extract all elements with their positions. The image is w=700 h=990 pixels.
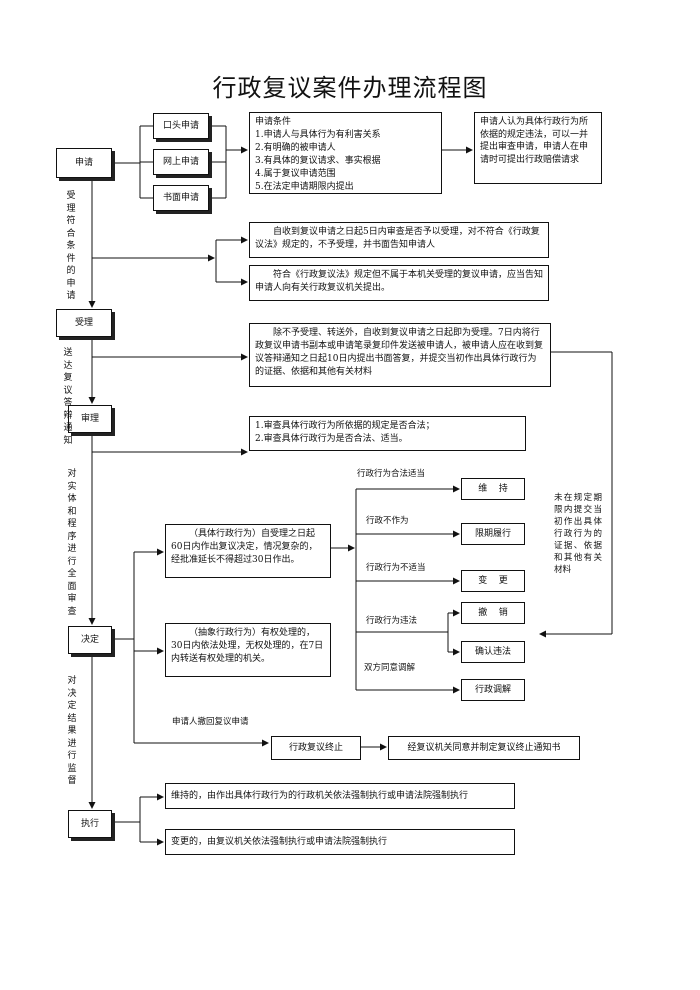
step-apply: 申请 (56, 148, 112, 178)
side-note-text: 申请人认为具体行政行为所依据的规定违法，可以一并提出审查申请，申请人在申请时可提… (480, 117, 589, 165)
step-apply-label: 申请 (74, 157, 93, 168)
label-send-notice: 送达复议答辩通知 (63, 348, 73, 446)
outcome-confirm-illegal: 确认违法 (461, 641, 525, 663)
step-decide-label: 决定 (80, 634, 99, 645)
step-accept: 受理 (56, 309, 112, 337)
method-oral: 口头申请 (153, 113, 209, 139)
label-full-review: 对实体和程序进行全面审查 (67, 469, 77, 617)
step-review: 审理 (68, 405, 112, 433)
conditions-heading: 申请条件 (255, 117, 292, 127)
exec-changed-text: 变更的，由复议机关依法强制执行或申请法院强制执行 (171, 836, 388, 847)
terminate-notice-box: 经复议机关同意并制定复议终止通知书 (388, 736, 580, 760)
exec-changed-box: 变更的，由复议机关依法强制执行或申请法院强制执行 (165, 829, 515, 855)
review-item: 2.审查具体行政行为是否合法、适当。 (255, 433, 408, 444)
step-execute-label: 执行 (80, 818, 99, 829)
step-accept-label: 受理 (74, 317, 93, 328)
outcome-mediation: 行政调解 (461, 679, 525, 701)
step-execute: 执行 (68, 810, 112, 838)
late-evidence-note: 未在规定期限内提交当初作出具体行政行为的证据、依据和其他有关材料 (554, 493, 602, 575)
label-supervise: 对决定结果进行监督 (67, 676, 77, 786)
terminate-box: 行政复议终止 (271, 736, 361, 760)
branch-label-illegal: 行政行为违法 (366, 616, 418, 626)
terminate-label: 行政复议终止 (288, 742, 343, 753)
transfer-note-text: 符合《行政复议法》规定但不属于本机关受理的复议申请，应当告知申请人向有关行政复议… (255, 270, 544, 293)
reject-note-box: 自收到复议申请之日起5日内审查是否予以受理，对不符合《行政复议法》规定的，不予受… (249, 222, 549, 258)
branch-label-improper: 行政行为不适当 (366, 563, 426, 573)
transfer-note-box: 符合《行政复议法》规定但不属于本机关受理的复议申请，应当告知申请人向有关行政复议… (249, 265, 549, 301)
review-detail-box: 1.审查具体行政行为所依据的规定是否合法； 2.审查具体行政行为是否合法、适当。 (249, 416, 526, 451)
method-online: 网上申请 (153, 149, 209, 175)
outcome-deadline: 限期履行 (461, 523, 525, 545)
branch-label-inaction: 行政不作为 (366, 516, 409, 526)
abstract-act-box: （抽象行政行为）有权处理的，30日内依法处理，无权处理的，在7日内转送有权处理的… (165, 623, 331, 677)
step-review-label: 审理 (80, 413, 99, 424)
terminate-notice-label: 经复议机关同意并制定复议终止通知书 (407, 742, 561, 753)
outcome-revoke-label: 撤 销 (478, 607, 508, 618)
method-oral-label: 口头申请 (162, 120, 199, 131)
label-accept-condition: 受理符合条件的申请 (66, 191, 76, 301)
outcome-revoke: 撤 销 (461, 602, 525, 624)
reject-note-text: 自收到复议申请之日起5日内审查是否予以受理，对不符合《行政复议法》规定的，不予受… (255, 227, 540, 250)
side-note-box: 申请人认为具体行政行为所依据的规定违法，可以一并提出审查申请，申请人在申请时可提… (474, 112, 602, 184)
exec-upheld-box: 维持的，由作出具体行政行为的行政机关依法强制执行或申请法院强制执行 (165, 783, 515, 809)
condition-item: 2.有明确的被申请人 (255, 143, 336, 153)
condition-item: 5.在法定申请期限内提出 (255, 182, 354, 192)
method-online-label: 网上申请 (162, 156, 199, 167)
branch-label-mediation: 双方同意调解 (364, 663, 416, 673)
condition-item: 1.申请人与具体行为有利害关系 (255, 130, 381, 140)
outcome-change: 变 更 (461, 570, 525, 592)
step-decide: 决定 (68, 626, 112, 654)
page-title: 行政复议案件办理流程图 (212, 74, 488, 102)
outcome-uphold: 维 持 (461, 478, 525, 500)
outcome-deadline-label: 限期履行 (474, 528, 511, 539)
outcome-confirm-label: 确认违法 (474, 646, 511, 657)
conditions-box: 申请条件 1.申请人与具体行为有利害关系 2.有明确的被申请人 3.有具体的复议… (249, 112, 442, 194)
specific-act-box: （具体行政行为）自受理之日起60日内作出复议决定，情况复杂的，经批准延长不得超过… (165, 524, 331, 578)
accept-detail-text: 除不予受理、转送外，自收到复议申请之日起即为受理。7日内将行政复议申请书副本或申… (255, 328, 544, 377)
exec-upheld-text: 维持的，由作出具体行政行为的行政机关依法强制执行或申请法院强制执行 (171, 790, 469, 801)
withdraw-label: 申请人撤回复议申请 (172, 717, 249, 727)
condition-item: 4.属于复议申请范围 (255, 169, 336, 179)
review-item: 1.审查具体行政行为所依据的规定是否合法； (255, 421, 435, 431)
specific-act-text: （具体行政行为）自受理之日起60日内作出复议决定，情况复杂的，经批准延长不得超过… (171, 529, 318, 565)
outcome-mediation-label: 行政调解 (474, 684, 511, 695)
abstract-act-text: （抽象行政行为）有权处理的，30日内依法处理，无权处理的，在7日内转送有权处理的… (171, 628, 324, 664)
method-written: 书面申请 (153, 185, 209, 211)
outcome-change-label: 变 更 (478, 575, 508, 586)
accept-detail-box: 除不予受理、转送外，自收到复议申请之日起即为受理。7日内将行政复议申请书副本或申… (249, 323, 551, 387)
method-written-label: 书面申请 (162, 192, 199, 203)
outcome-uphold-label: 维 持 (478, 483, 508, 494)
branch-label-legal: 行政行为合法适当 (357, 469, 426, 479)
condition-item: 3.有具体的复议请求、事实根据 (255, 156, 381, 166)
